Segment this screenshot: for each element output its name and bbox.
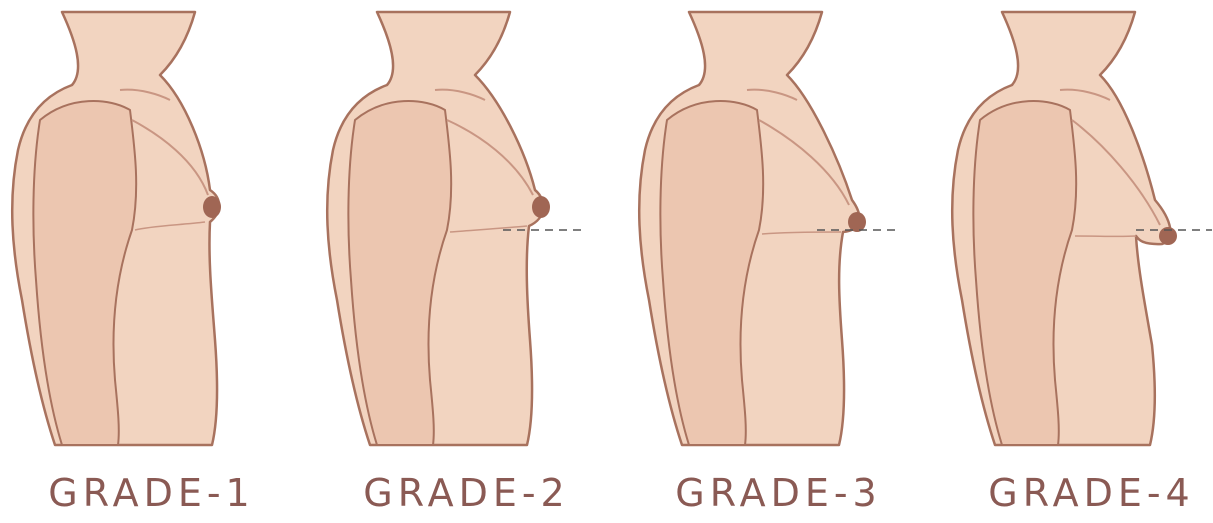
torso-body [952,12,1177,445]
grade-1-panel: GRADE-1 [0,0,303,523]
grade-4-panel: GRADE-4 [940,0,1213,523]
nipple-icon [203,196,221,218]
torso-illustration-grade-4 [940,0,1213,460]
grade-label: GRADE-2 [315,474,618,512]
torso-illustration-grade-3 [627,0,930,460]
torso-body [12,12,221,445]
torso-body [327,12,550,445]
grade-label: GRADE-1 [0,474,303,512]
grade-label: GRADE-3 [627,474,930,512]
torso-body [639,12,866,445]
grade-2-panel: GRADE-2 [315,0,618,523]
nipple-icon [848,212,866,232]
torso-illustration-grade-2 [315,0,618,460]
nipple-icon [532,196,550,218]
grade-3-panel: GRADE-3 [627,0,930,523]
torso-illustration-grade-1 [0,0,303,460]
grade-label: GRADE-4 [940,474,1213,512]
